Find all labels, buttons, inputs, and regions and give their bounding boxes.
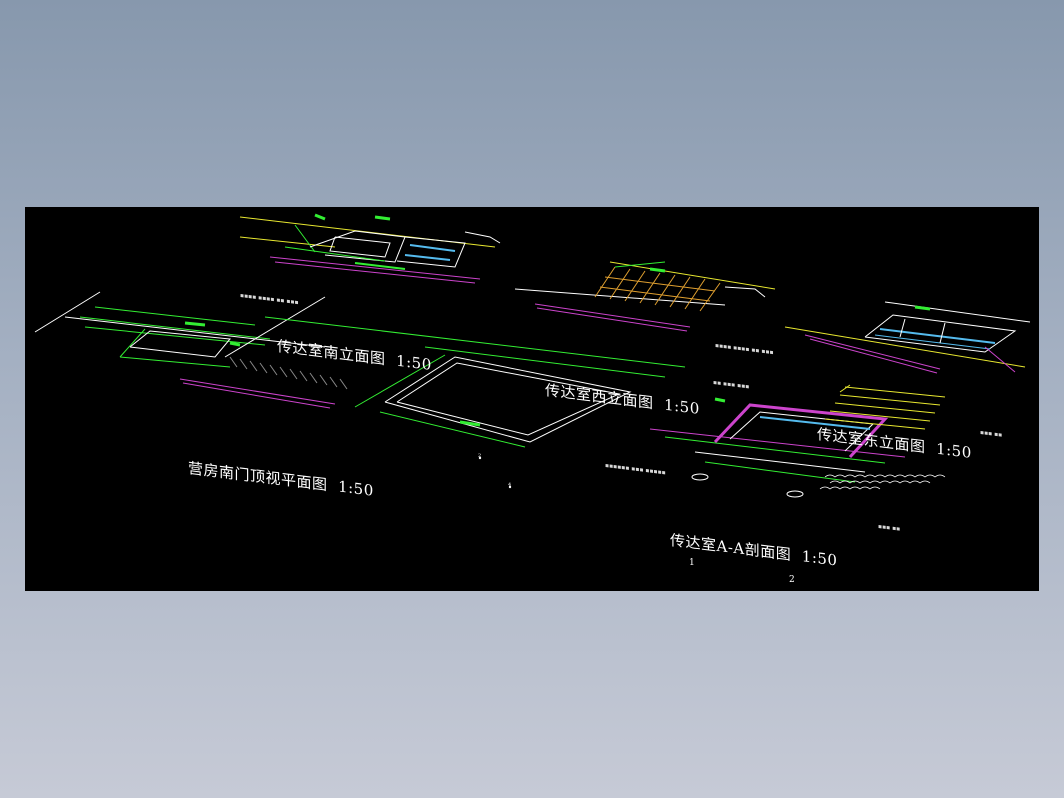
gate-top-plan-drawing [34,291,348,409]
section-aa-drawing [649,384,946,498]
stair-hatch [229,356,348,390]
elevation-top-left [239,213,501,284]
elevation-top-middle [514,261,776,332]
section-marker-2: 2 [789,575,795,585]
elevation-top-right [784,301,1031,374]
small-marker-b: 4 [508,482,512,488]
small-marker-a: 2 [478,453,482,459]
cad-linework [34,213,1031,498]
section-marker-1: 1 [689,558,695,568]
room-plan-drawing [264,316,686,448]
cad-drawing-canvas[interactable]: ▪▪▪▪ ▪▪▪▪ ▪▪ ▪▪▪ ▪▪▪▪ ▪▪▪▪ ▪▪ ▪▪▪ ▪▪▪▪▪▪… [25,207,1039,591]
